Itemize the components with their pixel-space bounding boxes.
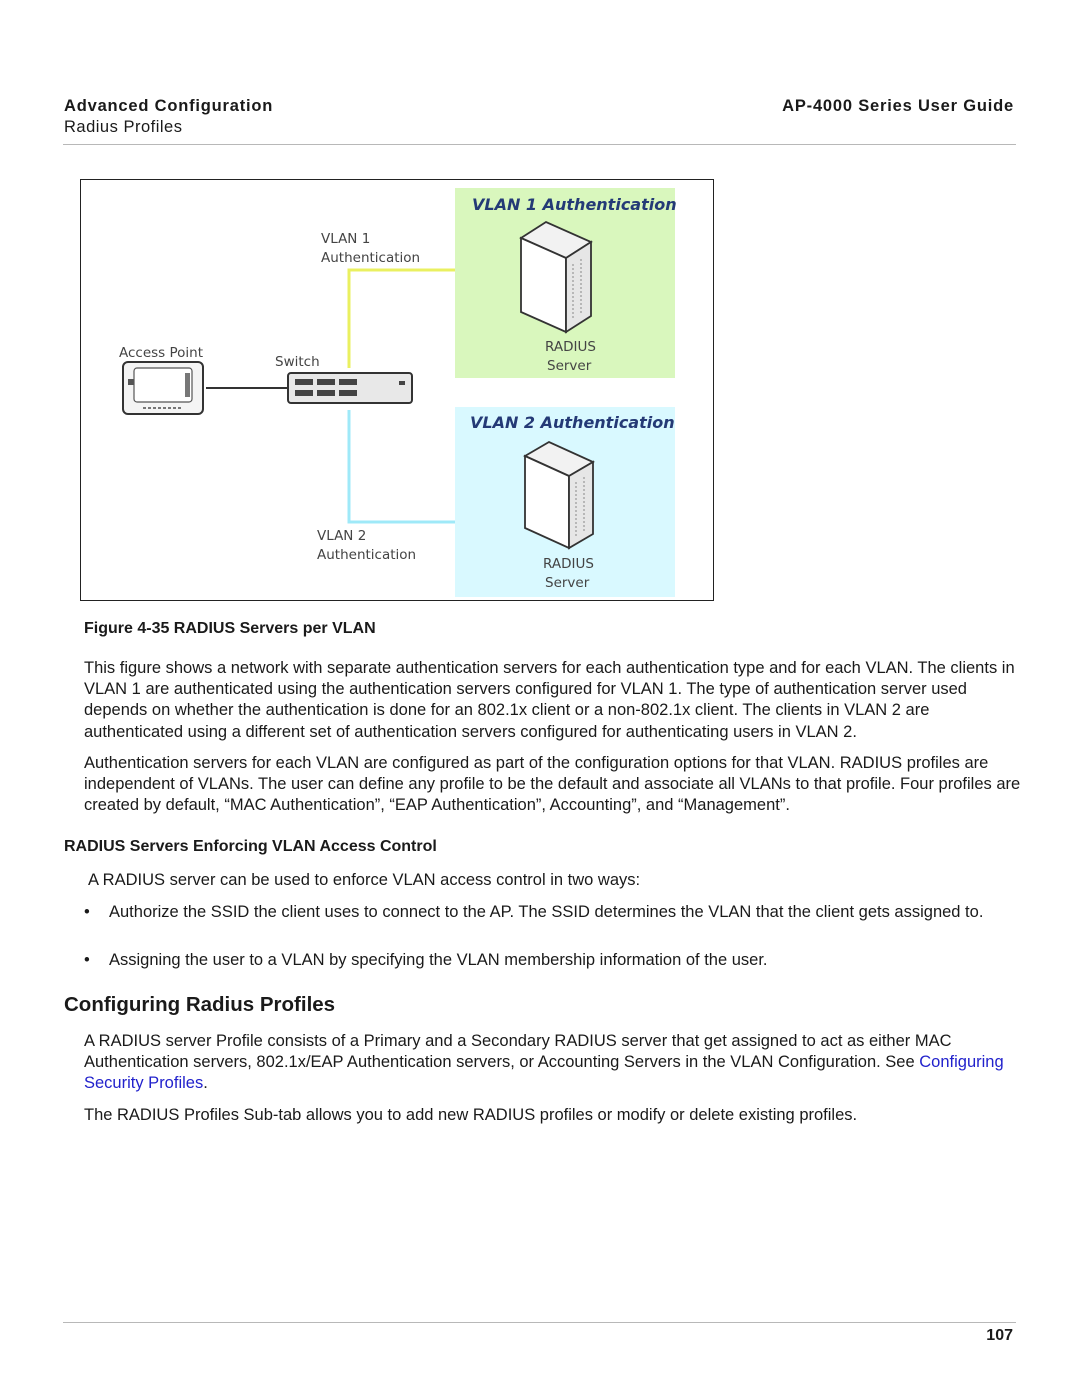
subheading-vlan-access-control: RADIUS Servers Enforcing VLAN Access Con… (64, 838, 437, 855)
paragraph-end: . (203, 1074, 208, 1093)
server2-label-line2: Server (545, 575, 590, 591)
header-rule (63, 144, 1016, 145)
radius-server-1-icon (519, 220, 593, 334)
bullet-text: Assigning the user to a VLAN by specifyi… (109, 951, 768, 969)
vlan2-label-line2: Authentication (317, 547, 416, 563)
running-header-section: Advanced Configuration (64, 97, 274, 115)
bullet-text: Authorize the SSID the client uses to co… (109, 903, 984, 921)
bullet-symbol: • (84, 903, 90, 921)
server2-label-line1: RADIUS (543, 556, 594, 572)
page-number: 107 (986, 1327, 1013, 1344)
vlan1-panel-title: VLAN 1 Authentication (472, 195, 677, 214)
bullet-item: • Authorize the SSID the client uses to … (84, 902, 1024, 923)
paragraph-subtab: The RADIUS Profiles Sub-tab allows you t… (84, 1106, 858, 1124)
section-title: Configuring Radius Profiles (64, 993, 336, 1016)
server1-label-line2: Server (547, 358, 592, 374)
bullet-symbol: • (84, 951, 90, 969)
paragraph-text: A RADIUS server Profile consists of a Pr… (84, 1032, 952, 1072)
configuring-security-profiles-link[interactable]: Configuring Security Profiles (84, 1053, 1004, 1093)
footer-rule (63, 1322, 1016, 1323)
radius-server-2-icon (523, 440, 595, 550)
paragraph-authentication-servers: Authentication servers for each VLAN are… (84, 754, 1021, 815)
bullet-item: • Assigning the user to a VLAN by specif… (84, 950, 1024, 971)
running-header-guide-title: AP-4000 Series User Guide (782, 97, 1014, 115)
vlan2-label-line1: VLAN 2 (317, 528, 366, 544)
access-point-icon (122, 361, 204, 415)
network-diagram: VLAN 1 Authentication VLAN 2 Authenticat… (119, 188, 677, 597)
switch-label: Switch (275, 354, 320, 370)
radius-vlan-figure: VLAN 1 Authentication VLAN 2 Authenticat… (80, 179, 714, 601)
access-point-label: Access Point (119, 345, 203, 361)
server1-label-line1: RADIUS (545, 339, 596, 355)
paragraph-radius-profile: A RADIUS server Profile consists of a Pr… (84, 1031, 1024, 1095)
figure-caption: Figure 4-35 RADIUS Servers per VLAN (84, 620, 376, 637)
vlan1-label-line1: VLAN 1 (321, 231, 370, 247)
vlan2-panel-title: VLAN 2 Authentication (470, 413, 675, 432)
switch-icon (287, 372, 413, 404)
paragraph-intro: A RADIUS server can be used to enforce V… (88, 871, 641, 889)
vlan1-link (347, 268, 455, 368)
paragraph-figure-description: This figure shows a network with separat… (84, 659, 1015, 741)
running-header-subsection: Radius Profiles (64, 118, 183, 136)
vlan1-label-line2: Authentication (321, 250, 420, 266)
vlan2-link (347, 410, 455, 524)
